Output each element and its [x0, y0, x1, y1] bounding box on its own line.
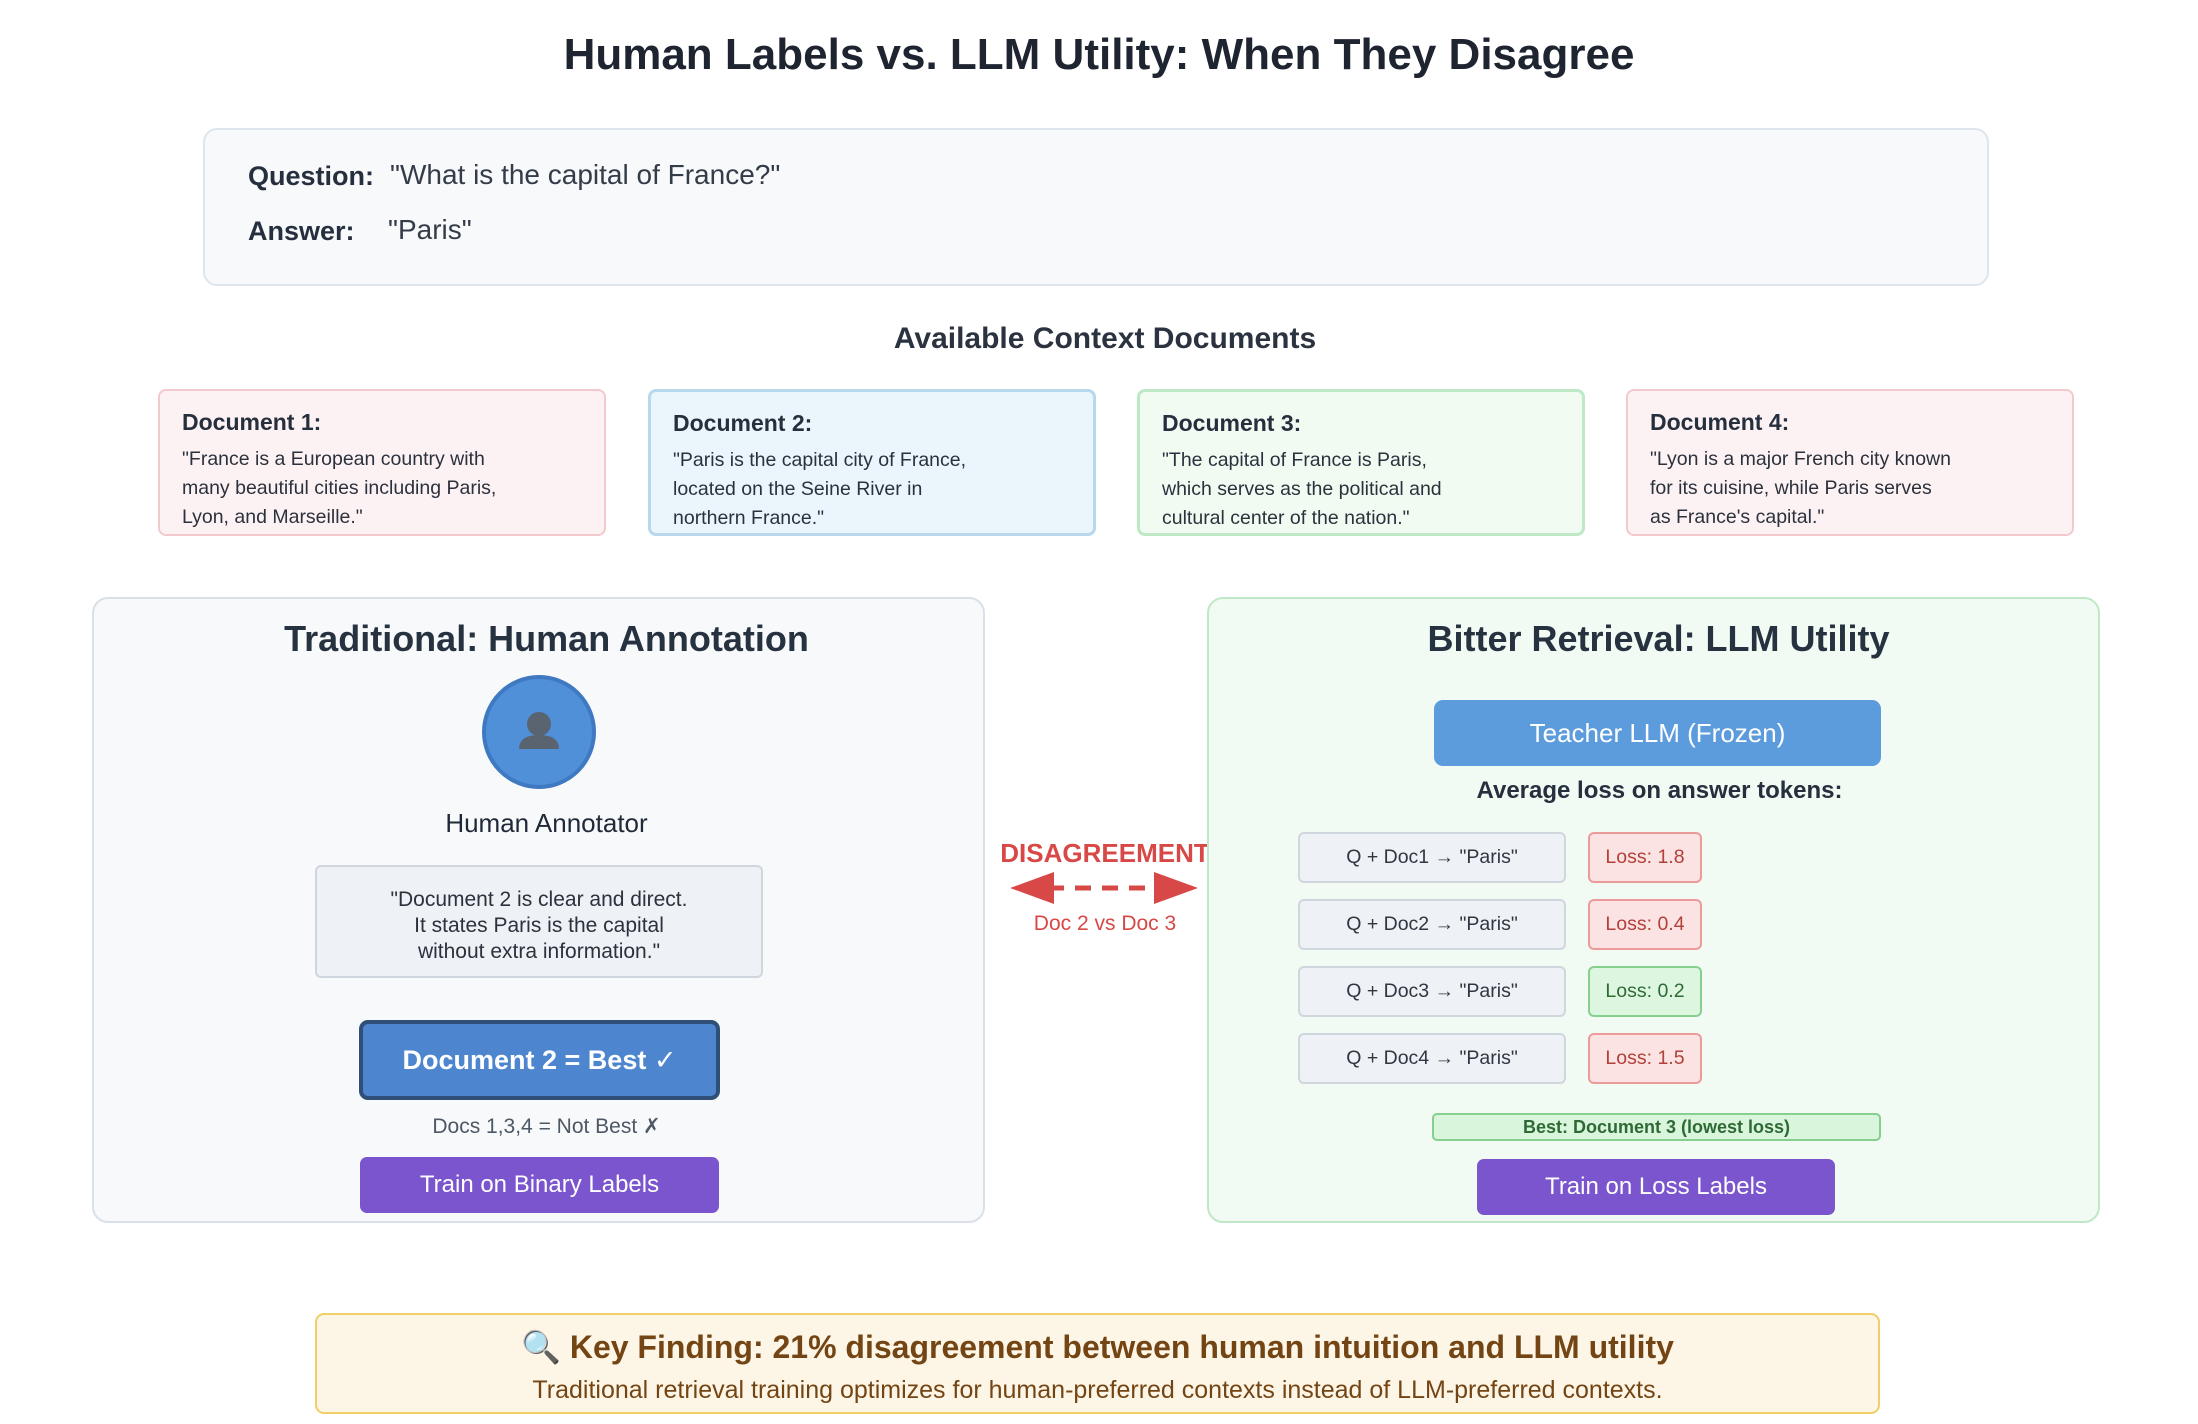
not-best-label: Docs 1,3,4 = Not Best ✗	[432, 1115, 661, 1138]
human-annotator-label: Human Annotator	[445, 808, 648, 838]
document-heading: Document 3:	[1162, 410, 1302, 436]
document-text: "Lyon is a major French city known for i…	[1650, 448, 1951, 528]
loss-badge-doc3: Loss: 0.2	[1588, 966, 1702, 1017]
train-loss-labels-button[interactable]: Train on Loss Labels	[1477, 1159, 1835, 1215]
loss-badge-doc4: Loss: 1.5	[1588, 1033, 1702, 1084]
loss-badge-doc2: Loss: 0.4	[1588, 899, 1702, 950]
document-text: "The capital of France is Paris, which s…	[1162, 449, 1442, 529]
question-answer-box	[203, 128, 1989, 286]
teacher-llm-box: Teacher LLM (Frozen)	[1434, 700, 1881, 766]
key-finding-title: 🔍 Key Finding: 21% disagreement between …	[315, 1328, 1880, 1366]
document-text: "Paris is the capital city of France, lo…	[673, 449, 967, 529]
average-loss-label: Average loss on answer tokens:	[1476, 777, 1843, 804]
query-row-doc1: Q + Doc1 → "Paris"	[1298, 832, 1566, 883]
document-card-4: Document 4: "Lyon is a major French city…	[1626, 389, 2074, 536]
key-finding-subtitle: Traditional retrieval training optimizes…	[532, 1376, 1663, 1404]
question-label: Question:	[248, 161, 374, 191]
annotator-quote: "Document 2 is clear and direct. It stat…	[315, 865, 763, 978]
document-card-3: Document 3: "The capital of France is Pa…	[1137, 389, 1585, 536]
loss-badge-doc1: Loss: 1.8	[1588, 832, 1702, 883]
person-icon-glyph	[519, 712, 559, 749]
double-arrow-icon	[1010, 872, 1198, 904]
document-heading: Document 4:	[1650, 409, 1790, 435]
disagreement-label: DISAGREEMENT	[1000, 838, 1210, 868]
document-card-2: Document 2: "Paris is the capital city o…	[648, 389, 1096, 536]
documents-section-title: Available Context Documents	[893, 322, 1317, 355]
document-heading: Document 1:	[182, 409, 322, 435]
magnifier-icon: 🔍	[521, 1329, 561, 1365]
key-finding-title-text: Key Finding: 21% disagreement between hu…	[569, 1329, 1674, 1365]
key-finding-box	[315, 1313, 1880, 1414]
query-row-doc3: Q + Doc3 → "Paris"	[1298, 966, 1566, 1017]
document-heading: Document 2:	[673, 410, 813, 436]
traditional-panel-title: Traditional: Human Annotation	[284, 618, 809, 659]
person-icon	[482, 675, 596, 789]
train-binary-labels-button[interactable]: Train on Binary Labels	[360, 1157, 719, 1213]
answer-text: "Paris"	[388, 214, 472, 245]
best-document-badge: Best: Document 3 (lowest loss)	[1432, 1113, 1881, 1141]
document-2-best-badge: Document 2 = Best ✓	[359, 1020, 720, 1100]
disagreement-subtitle: Doc 2 vs Doc 3	[1033, 912, 1177, 935]
question-text: "What is the capital of France?"	[390, 159, 781, 190]
document-card-1: Document 1: "France is a European countr…	[158, 389, 606, 536]
document-text: "France is a European country with many …	[182, 448, 497, 528]
answer-label: Answer:	[248, 216, 355, 246]
bitter-retrieval-panel-title: Bitter Retrieval: LLM Utility	[1427, 618, 1890, 659]
query-row-doc2: Q + Doc2 → "Paris"	[1298, 899, 1566, 950]
page-title: Human Labels vs. LLM Utility: When They …	[563, 30, 1635, 79]
query-row-doc4: Q + Doc4 → "Paris"	[1298, 1033, 1566, 1084]
